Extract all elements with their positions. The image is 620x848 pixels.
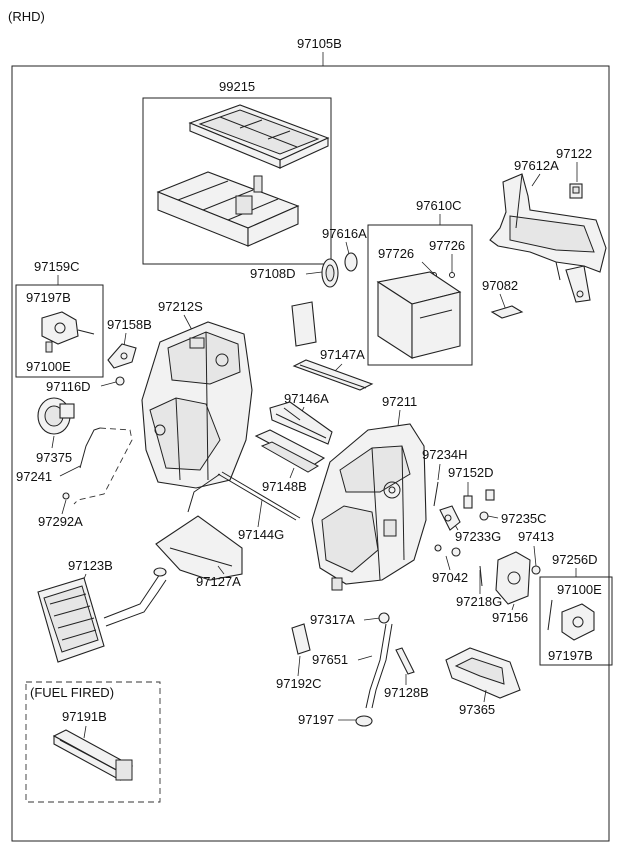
lever-97233G (439, 505, 461, 531)
label-97610C[interactable]: 97610C (416, 198, 462, 213)
pin-97218G (479, 565, 483, 587)
label-97127A[interactable]: 97127A (196, 574, 241, 589)
fuel-fired-box (25, 681, 161, 803)
seal-97192C (291, 623, 311, 655)
label-97365[interactable]: 97365 (459, 702, 495, 717)
label-97100E-right[interactable]: 97100E (557, 582, 602, 597)
label-97241[interactable]: 97241 (16, 469, 52, 484)
door-97146A (269, 401, 333, 445)
drain-hose-97651 (365, 623, 393, 709)
label-97375[interactable]: 97375 (36, 450, 72, 465)
label-97148B[interactable]: 97148B (262, 479, 307, 494)
air-filter-upper (188, 104, 330, 169)
label-97413[interactable]: 97413 (518, 529, 554, 544)
heater-case-right (311, 423, 427, 591)
label-97317A[interactable]: 97317A (310, 612, 355, 627)
clip-97122 (569, 183, 583, 199)
label-97612A[interactable]: 97612A (514, 158, 559, 173)
label-97144G[interactable]: 97144G (238, 527, 284, 542)
label-97233G[interactable]: 97233G (455, 529, 501, 544)
screws-97042 (434, 544, 461, 557)
label-97191B[interactable]: 97191B (62, 709, 107, 724)
plate-upper (291, 301, 317, 347)
label-97152D[interactable]: 97152D (448, 465, 494, 480)
label-97122[interactable]: 97122 (556, 146, 592, 161)
air-filter-lower (156, 171, 300, 247)
lever-97158B (107, 343, 137, 369)
door-97148B (254, 429, 326, 473)
label-97123B[interactable]: 97123B (68, 558, 113, 573)
label-99215[interactable]: 99215 (219, 79, 255, 94)
clips-97152D (463, 489, 495, 509)
grommet-97197 (355, 715, 373, 727)
duct-97365 (445, 647, 521, 699)
wire-harness-97241 (79, 427, 101, 469)
label-97042[interactable]: 97042 (432, 570, 468, 585)
assembly-number: 97105B (297, 36, 342, 51)
label-97128B[interactable]: 97128B (384, 685, 429, 700)
label-97082[interactable]: 97082 (482, 278, 518, 293)
label-97726-left[interactable]: 97726 (378, 246, 414, 261)
fuel-fired-label: (FUEL FIRED) (30, 685, 114, 700)
pipe-seal (321, 252, 358, 288)
actuator-kit-box-right (539, 576, 613, 666)
label-97651[interactable]: 97651 (312, 652, 348, 667)
label-97108D[interactable]: 97108D (250, 266, 296, 281)
label-97197B-right[interactable]: 97197B (548, 648, 593, 663)
link-rod-97144G (217, 473, 297, 521)
label-97159C[interactable]: 97159C (34, 259, 80, 274)
label-97197B-left[interactable]: 97197B (26, 290, 71, 305)
actuator-97156 (495, 551, 531, 605)
actuator-right (547, 599, 595, 641)
label-97726-right[interactable]: 97726 (429, 238, 465, 253)
blower-actuator-97375 (37, 397, 75, 435)
label-97616A[interactable]: 97616A (322, 226, 367, 241)
cable-route-dashed (73, 427, 133, 505)
label-97158B[interactable]: 97158B (107, 317, 152, 332)
label-97197[interactable]: 97197 (298, 712, 334, 727)
actuator-left (41, 311, 95, 353)
evaporator-core (376, 271, 462, 360)
heater-case-left (141, 321, 253, 489)
filter-kit-box (142, 97, 332, 265)
clip-97413 (531, 565, 541, 575)
evaporator-kit-box (367, 224, 473, 366)
strip-97128B (395, 647, 415, 675)
cover-97127A (155, 515, 243, 581)
door-97147A (292, 359, 374, 391)
label-97218G[interactable]: 97218G (456, 594, 502, 609)
label-97256D[interactable]: 97256D (552, 552, 598, 567)
pad-97082 (490, 305, 524, 319)
label-97235C[interactable]: 97235C (501, 511, 547, 526)
clamp-97317A (378, 612, 390, 624)
label-97146A[interactable]: 97146A (284, 391, 329, 406)
label-97212S[interactable]: 97212S (158, 299, 203, 314)
screw-97116D (115, 376, 125, 386)
link-wire (187, 473, 221, 513)
auxiliary-heater-97191B (52, 729, 134, 781)
label-97156[interactable]: 97156 (492, 610, 528, 625)
actuator-kit-box-left (15, 284, 104, 378)
clip-97726-b (449, 272, 455, 278)
label-97100E-left[interactable]: 97100E (26, 359, 71, 374)
label-97147A[interactable]: 97147A (320, 347, 365, 362)
pin-97292A (62, 492, 70, 500)
label-97234H[interactable]: 97234H (422, 447, 468, 462)
assembly-frame (11, 65, 610, 842)
label-97192C[interactable]: 97192C (276, 676, 322, 691)
variant-label: (RHD) (8, 9, 45, 24)
mounting-bracket (489, 173, 607, 303)
heater-core (37, 567, 167, 663)
label-97211[interactable]: 97211 (382, 394, 417, 409)
rod-97234H (433, 481, 439, 507)
label-97116D[interactable]: 97116D (46, 379, 91, 394)
label-97292A[interactable]: 97292A (38, 514, 83, 529)
nut-97235C (479, 511, 489, 521)
